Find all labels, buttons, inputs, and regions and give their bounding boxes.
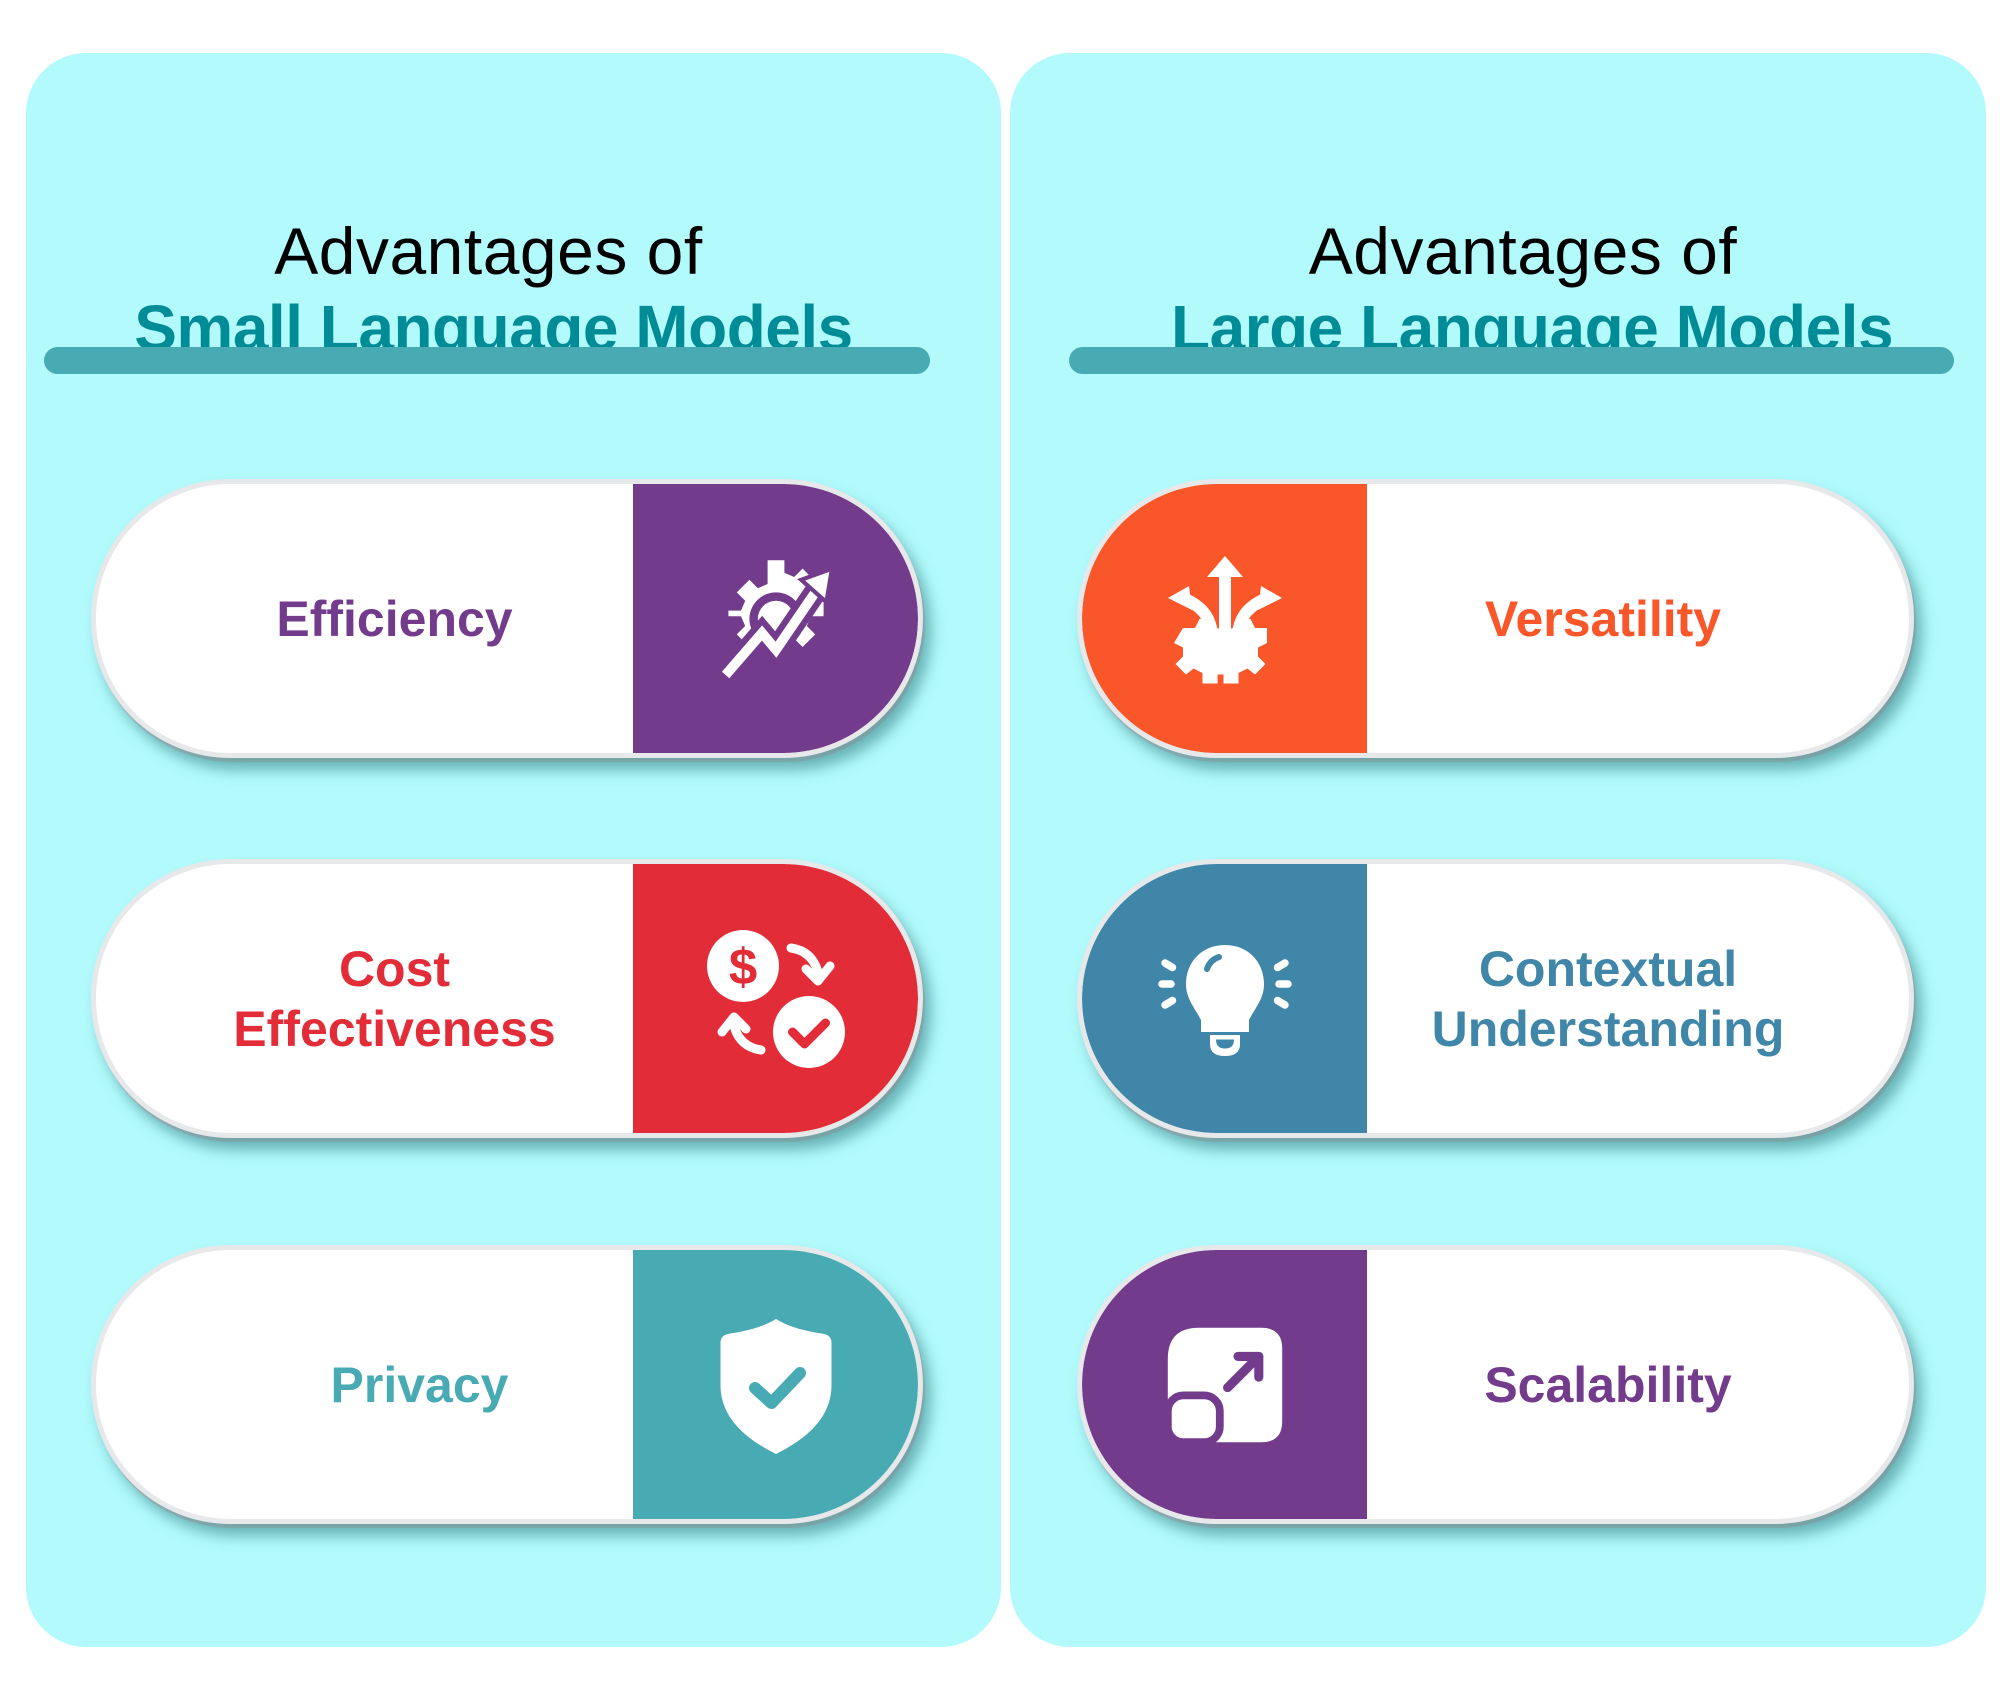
lightbulb-icon [1150, 924, 1300, 1074]
advantage-label: Versatility [1367, 484, 1839, 753]
label-line: Cost [338, 940, 451, 997]
svg-text:$: $ [728, 938, 756, 995]
icon-block [1082, 1250, 1367, 1519]
icon-block [633, 484, 918, 753]
advantage-card-privacy: Privacy [91, 1245, 923, 1524]
label-line: Scalability [1484, 1356, 1732, 1413]
heading-divider [1069, 347, 1954, 374]
advantage-card-scalability: Scalability [1077, 1245, 1914, 1524]
advantage-label: Cost Effectiveness [156, 864, 633, 1133]
shield-check-icon [701, 1310, 851, 1460]
label-line: Efficiency [276, 590, 513, 647]
label-line: Contextual [1478, 940, 1738, 997]
label-line: Privacy [330, 1356, 509, 1413]
advantage-card-contextual-understanding: Contextual Understanding [1077, 859, 1914, 1138]
heading-divider [44, 347, 930, 374]
dollar-exchange-check-icon: $ [701, 924, 851, 1074]
advantage-card-efficiency: Efficiency [91, 479, 923, 758]
advantage-card-cost-effectiveness: Cost Effectiveness $ [91, 859, 923, 1138]
label-line: Versatility [1484, 590, 1722, 647]
gear-growth-arrow-icon [706, 549, 846, 689]
scale-up-square-icon [1160, 1320, 1290, 1450]
icon-block: $ [633, 864, 918, 1133]
advantage-label: Contextual Understanding [1367, 864, 1849, 1133]
advantage-card-versatility: Versatility [1077, 479, 1914, 758]
heading-line1: Advantages of [1308, 214, 1738, 288]
advantage-label: Efficiency [156, 484, 633, 753]
label-line: Effectiveness [233, 1000, 556, 1057]
icon-block [1082, 484, 1367, 753]
advantage-label: Scalability [1367, 1250, 1849, 1519]
heading-line1: Advantages of [274, 214, 703, 288]
label-line: Understanding [1431, 1000, 1785, 1057]
gear-branching-arrows-icon [1150, 544, 1300, 694]
icon-block [1082, 864, 1367, 1133]
icon-block [633, 1250, 918, 1519]
advantage-label: Privacy [206, 1250, 633, 1519]
